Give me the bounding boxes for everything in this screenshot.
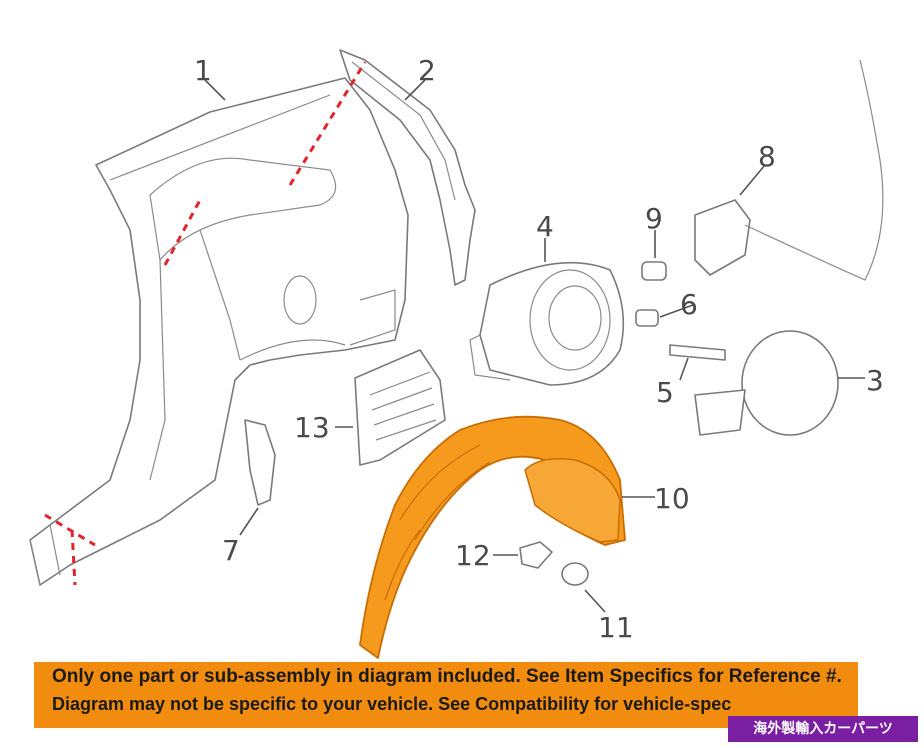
- vent-grille-part: [354, 349, 446, 466]
- callout-8: 8: [758, 140, 776, 173]
- callout-4: 4: [536, 210, 554, 243]
- callout-7: 7: [222, 534, 240, 567]
- callout-3: 3: [866, 364, 884, 397]
- cut-lines: [44, 61, 367, 586]
- small-bracket-part: [244, 419, 276, 506]
- seller-badge: 海外製輸入カーパーツ: [728, 716, 918, 742]
- actuator-part: [694, 59, 884, 281]
- callout-10: 10: [654, 482, 690, 515]
- quarter-panel-part: [29, 77, 409, 586]
- fuel-door-part: [694, 330, 839, 436]
- disclaimer-line-1: Only one part or sub-assembly in diagram…: [52, 666, 842, 687]
- fuel-door-housing-part: [469, 261, 625, 386]
- disclaimer-line-2: Diagram may not be specific to your vehi…: [52, 694, 732, 714]
- callout-13: 13: [294, 411, 330, 444]
- clip-part: [641, 261, 667, 281]
- wheel-liner-part: [359, 415, 626, 659]
- nut-part: [561, 562, 589, 586]
- callout-9: 9: [645, 202, 663, 235]
- screw-part: [519, 541, 553, 569]
- disclaimer-banner: Only one part or sub-assembly in diagram…: [34, 662, 858, 728]
- grommet-part: [635, 309, 659, 327]
- bolt-part: [669, 344, 726, 361]
- callout-11: 11: [598, 611, 634, 644]
- callout-12: 12: [455, 539, 491, 572]
- callout-1: 1: [194, 54, 212, 87]
- leader-lines: [204, 79, 865, 613]
- callout-6: 6: [680, 288, 698, 321]
- callout-2: 2: [418, 54, 436, 87]
- callout-5: 5: [656, 376, 674, 409]
